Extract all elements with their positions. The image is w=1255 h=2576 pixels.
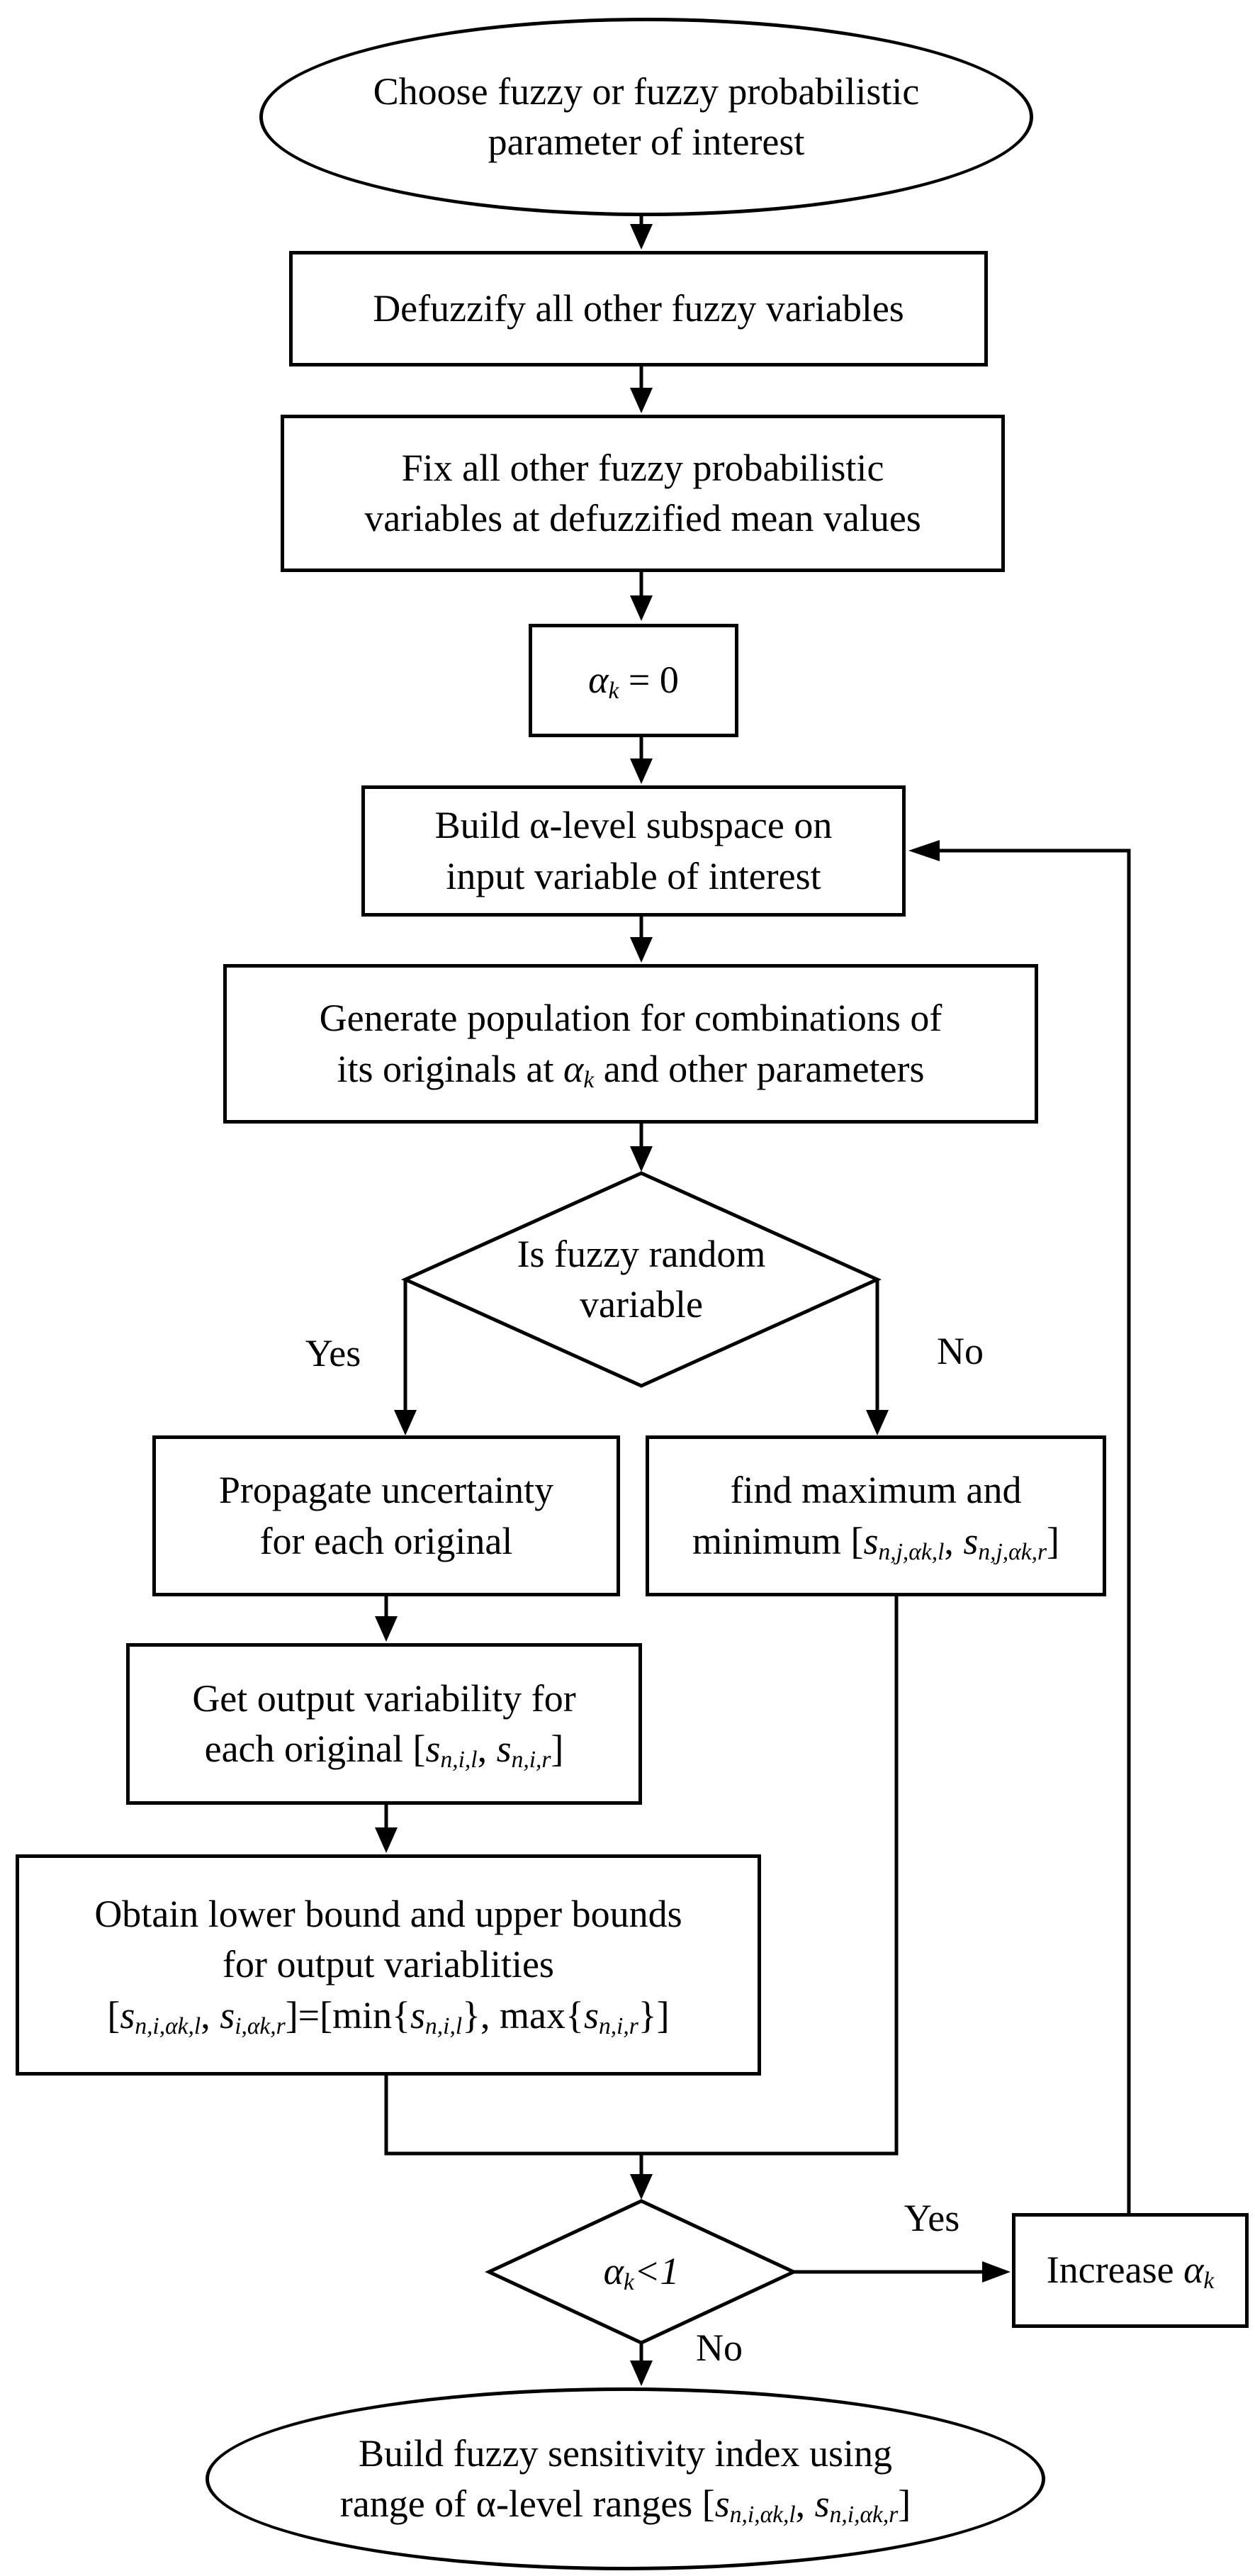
arrow-build-to-generate xyxy=(630,915,653,963)
arrow-fix-to-alpha-zero xyxy=(630,571,653,621)
edge-label-alpha-yes: Yes xyxy=(904,2197,960,2240)
arrow-propagate-to-get-output xyxy=(375,1596,398,1642)
merge-connector xyxy=(384,1596,899,2200)
arrow-defuzzify-to-fix xyxy=(630,365,653,413)
decision-alpha-diamond xyxy=(485,2199,798,2345)
decision-alpha-label: αk<1 xyxy=(603,2250,680,2296)
increase-alpha-box: Increase αk xyxy=(1012,2213,1249,2328)
arrow-get-output-to-obtain xyxy=(375,1805,398,1853)
feedback-connector xyxy=(908,840,1131,2213)
decision-is-fuzzy-diamond xyxy=(400,1171,882,1388)
arrow-generate-to-decision xyxy=(630,1122,653,1172)
arrow-decision-no-branch xyxy=(866,1279,889,1435)
arrow-alpha-zero-to-build xyxy=(630,735,653,784)
arrow-alpha-decision-yes xyxy=(794,2261,1011,2283)
arrow-start-to-defuzzify xyxy=(630,214,653,250)
edge-label-is-fuzzy-yes: Yes xyxy=(305,1332,361,1375)
arrow-decision-yes-branch xyxy=(394,1279,417,1435)
edge-label-alpha-no: No xyxy=(696,2326,743,2370)
alpha-zero-box: αk = 0 xyxy=(529,624,738,737)
defuzzify-box: Defuzzify all other fuzzy variables xyxy=(289,251,988,366)
edge-label-is-fuzzy-no: No xyxy=(937,1330,984,1373)
arrow-alpha-decision-no xyxy=(630,2343,653,2386)
